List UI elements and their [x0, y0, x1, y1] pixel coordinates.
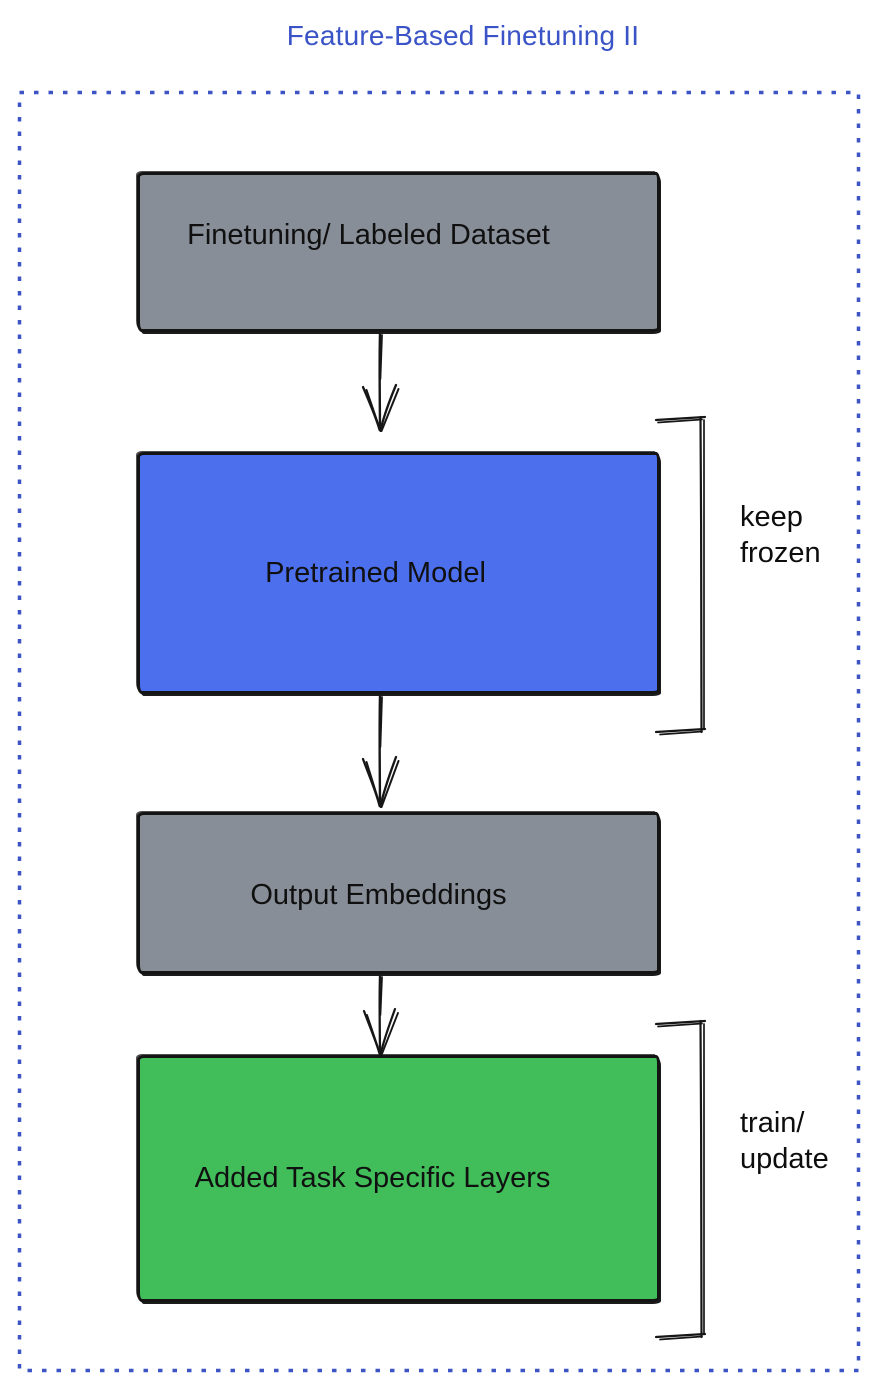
note-line: keep: [740, 501, 803, 533]
keep-frozen-note: keep frozen: [740, 499, 821, 571]
flow-box-label: Output Embeddings: [250, 878, 507, 911]
note-line: train/: [740, 1107, 805, 1139]
note-line: frozen: [740, 537, 821, 569]
bracket-icon: [654, 1019, 707, 1341]
flow-box-output-embeddings: Output Embeddings: [137, 812, 660, 974]
flow-box-pretrained-model: Pretrained Model: [137, 452, 660, 694]
arrow-down-icon: [361, 333, 400, 432]
arrow-down-icon: [361, 695, 400, 808]
page-title: Feature-Based Finetuning II: [286, 20, 640, 51]
note-line: update: [740, 1143, 829, 1175]
flow-box-label: Pretrained Model: [265, 556, 486, 589]
flow-box-finetuning-dataset: Finetuning/ Labeled Dataset: [137, 172, 660, 332]
flow-box-label: Finetuning/ Labeled Dataset: [187, 218, 550, 251]
flow-box-label: Added Task Specific Layers: [194, 1162, 551, 1194]
arrow-down-icon: [362, 975, 399, 1056]
bracket-icon: [654, 415, 707, 736]
flow-box-task-specific-layers: Added Task Specific Layers: [137, 1055, 660, 1302]
train-update-note: train/ update: [740, 1105, 829, 1177]
